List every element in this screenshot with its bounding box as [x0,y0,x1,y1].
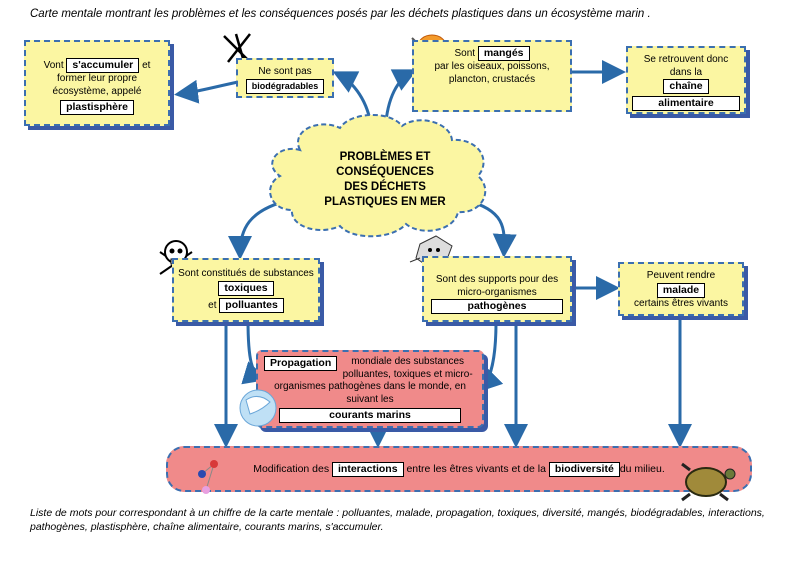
arrow-supports-to-propagation [477,321,504,393]
keyword-accumuler: s'accumuler [66,58,140,73]
chaine-text: Se retrouvent donc dans la [643,54,729,78]
interactions-box: Modification des interactions entre les … [166,446,752,492]
page-title: Carte mentale montrant les problèmes et … [30,8,651,20]
supports-box: Sont des supports pour des micro-organis… [422,256,572,322]
footer-word-list: Liste de mots pour correspondant à un ch… [30,507,765,533]
keyword-biodegradables: biodégradables [245,78,325,94]
malade-box: Peuvent rendre malade certains êtres viv… [618,262,744,316]
keyword-pathogenes: pathogènes [431,299,563,314]
malade-text2: certains êtres vivants [634,297,728,309]
keyword-interactions: interactions [332,462,404,477]
keyword-courants-marins: courants marins [279,408,461,423]
center-cloud [269,113,487,238]
keyword-polluantes: polluantes [219,297,284,313]
toxiques-text: Sont constitués de substances [178,268,314,279]
chaine-box: Se retrouvent donc dans la chaîne alimen… [626,46,746,114]
keyword-malade: malade [656,282,706,298]
interactions-mid: entre les êtres vivants et de la [406,463,546,475]
malade-text: Peuvent rendre [646,270,716,281]
keyword-plastisphere: plastisphère [60,100,134,115]
accumuler-pre: Vont [43,60,64,71]
interactions-pre: Modification des [253,463,330,475]
center-line-1: PROBLÈMES ET [339,151,431,163]
accumuler-box: Vont s'accumuler et former leur propre é… [24,40,170,126]
manges-text: par les oiseaux, poissons, plancton, cru… [434,61,550,85]
keyword-biodiversite: biodiversité [548,462,620,477]
keyword-chaine: chaîne [663,79,709,94]
center-line-2: CONSÉQUENCES [336,165,434,178]
supports-text: Sont des supports pour des micro-organis… [435,274,559,298]
keyword-toxiques: toxiques [218,280,274,296]
keyword-manges: mangés [477,46,530,61]
biodegradables-box: Ne sont pas biodégradables [236,58,334,98]
center-line-4: PLASTIQUES EN MER [324,195,446,208]
arrow-biodeg-to-accumuler [174,79,239,104]
keyword-alimentaire: alimentaire [632,96,740,111]
interactions-post: du milieu. [619,463,665,475]
keyword-propagation: Propagation [264,356,338,371]
manges-box: Sont mangés par les oiseaux, poissons, p… [412,40,572,112]
manges-pre: Sont [454,48,476,59]
biodeg-text: Ne sont pas [258,66,312,77]
center-title: PROBLÈMES ET CONSÉQUENCES DES DÉCHETS PL… [300,150,470,210]
accumuler-text: former leur propre écosystème, appelé [52,73,142,97]
toxiques-et: et [208,299,217,311]
propagation-text: mondiale des substances polluantes, toxi… [274,356,473,405]
propagation-box: Propagation mondiale des substances poll… [256,350,484,428]
toxiques-box: Sont constitués de substances toxiques e… [172,258,320,322]
accumuler-post: et [142,60,151,71]
center-line-3: DES DÉCHETS [344,180,426,193]
